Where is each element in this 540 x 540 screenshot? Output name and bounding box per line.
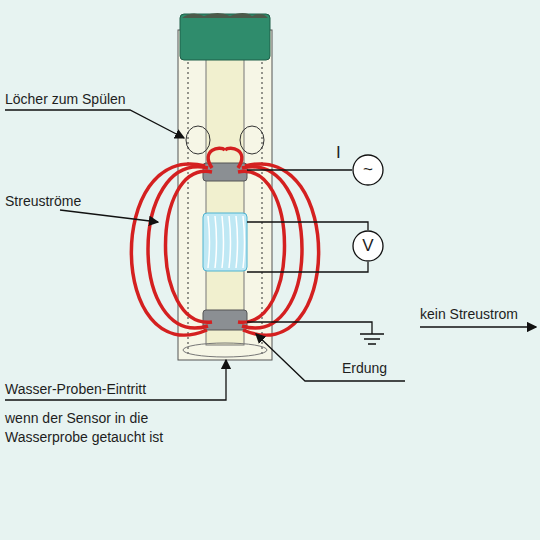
arrow <box>420 326 536 327</box>
inner-tube <box>206 55 244 345</box>
middle-sensor <box>203 213 247 271</box>
sensor-ring <box>215 216 217 268</box>
sensor-ring <box>243 216 245 268</box>
ac-source: ~ <box>352 154 384 186</box>
symbol-text: V <box>352 230 384 262</box>
sensor-ring <box>236 216 238 268</box>
callout-label: Löcher zum Spülen <box>5 90 175 109</box>
flush-hole <box>240 126 264 154</box>
symbol-text: ~ <box>352 154 384 186</box>
outer-tube <box>178 30 272 360</box>
leader-line <box>60 210 158 222</box>
cap-top <box>182 13 268 18</box>
sensor-ring <box>229 216 231 268</box>
leader-line <box>5 110 184 138</box>
dotted-wall <box>262 62 263 356</box>
sensor-ring <box>208 216 210 268</box>
dotted-wall <box>188 62 189 356</box>
callout-label: Wasser-Proben-Eintritt <box>5 380 205 399</box>
stray-currents <box>131 148 318 335</box>
signal-name: I <box>336 142 356 165</box>
tube-opening <box>183 343 267 357</box>
wires <box>247 170 384 344</box>
bottom-electrode <box>203 310 247 330</box>
cap <box>180 14 270 60</box>
callout-label: kein Streustrom <box>420 305 538 324</box>
flush-hole <box>186 126 210 154</box>
leader-line <box>5 360 226 400</box>
callout-label: Streuströme <box>5 192 125 211</box>
callout-label: Erdung <box>342 359 412 378</box>
voltmeter: V <box>352 230 384 262</box>
note: wenn der Sensor in die Wasserprobe getau… <box>5 409 170 447</box>
sensor-ring <box>222 216 224 268</box>
